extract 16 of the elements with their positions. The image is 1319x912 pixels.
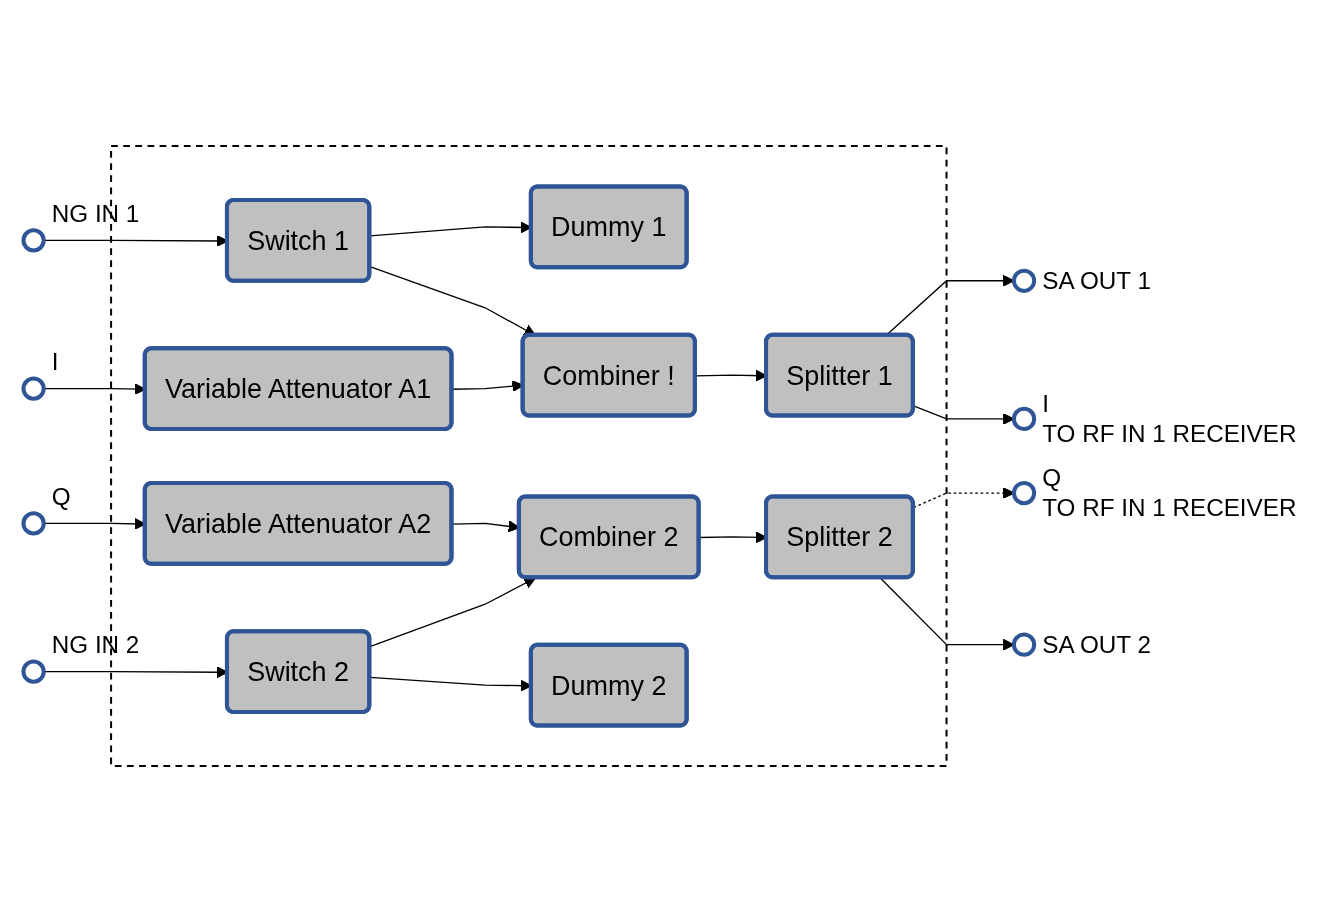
port-label: I TO RF IN 1 RECEIVER (1041, 390, 1296, 447)
node-circle (1011, 480, 1036, 506)
node-circle (20, 511, 46, 536)
node-circle (1011, 632, 1036, 657)
port-label: Q TO RF IN 1 RECEIVER (1041, 464, 1296, 521)
port-label: NG IN 1 (51, 200, 139, 228)
port-label: SA OUT 1 (1041, 266, 1151, 294)
node-circle (1011, 268, 1036, 293)
port-label: NG IN 2 (51, 631, 139, 659)
port-label: I (51, 348, 59, 376)
node-circle (1011, 406, 1036, 432)
port-label: SA OUT 2 (1041, 630, 1151, 658)
node-circle (20, 228, 46, 253)
node-circle (20, 376, 46, 401)
node-circle (20, 659, 46, 684)
port-label: Q (51, 483, 71, 511)
